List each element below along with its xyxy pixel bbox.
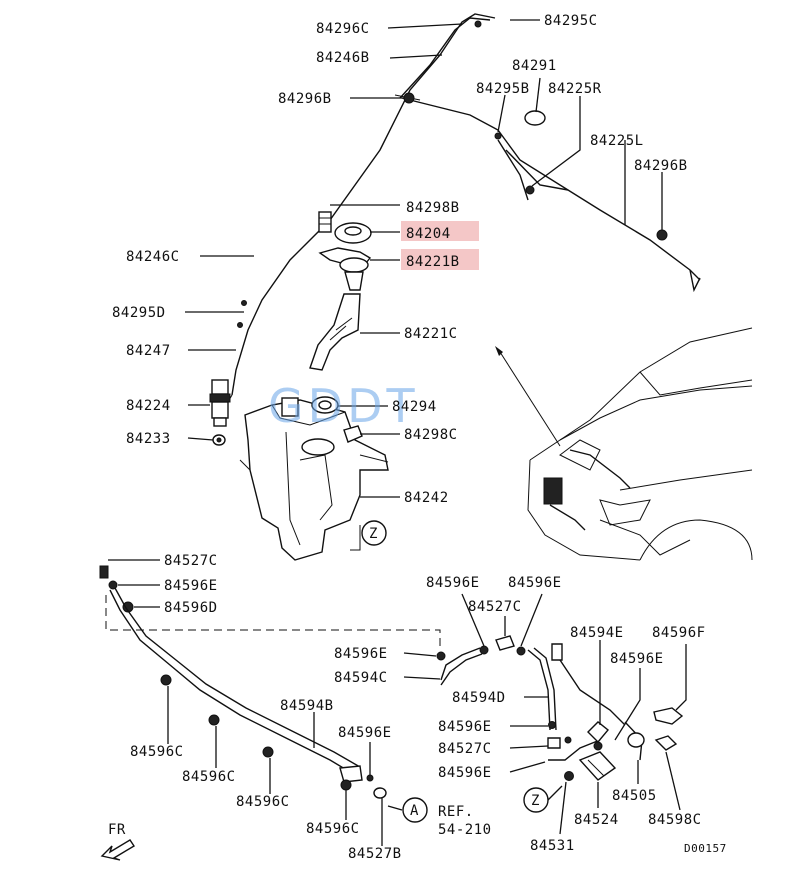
washer-tank (239, 396, 389, 561)
label-84221b: 84221B (406, 254, 460, 270)
label-84598c: 84598C (648, 812, 702, 828)
label-84225l: 84225L (590, 133, 644, 149)
circle-marker-z-top: Z (361, 520, 387, 546)
upper-hose-assembly (227, 13, 701, 403)
label-84594e: 84594E (570, 625, 624, 641)
label-84242: 84242 (404, 490, 449, 506)
fr-arrow-icon (100, 839, 135, 861)
label-84233: 84233 (126, 431, 171, 447)
label-84295d: 84295D (112, 305, 166, 321)
label-84204: 84204 (406, 226, 451, 242)
label-84294: 84294 (392, 399, 437, 415)
highlight-84221b (401, 249, 479, 270)
label-84594b: 84594B (280, 698, 334, 714)
pump-assembly (209, 379, 231, 446)
label-84596e-left: 84596E (164, 578, 218, 594)
label-84596c-1: 84596C (130, 744, 184, 760)
label-84298c-top: 84298C (404, 427, 458, 443)
label-84296b-left: 84296B (278, 91, 332, 107)
label-84596e-e: 84596E (338, 725, 392, 741)
label-84246c: 84246C (126, 249, 180, 265)
label-84594d: 84594D (452, 690, 506, 706)
label-84527b: 84527B (348, 846, 402, 862)
label-84594c: 84594C (334, 670, 388, 686)
circle-a-text: A (410, 803, 419, 819)
label-84247: 84247 (126, 343, 171, 359)
label-84596e-b: 84596E (438, 719, 492, 735)
label-84296c: 84296C (316, 21, 370, 37)
label-84295c: 84295C (544, 13, 598, 29)
label-84527c-low: 84527C (438, 741, 492, 757)
label-84221c: 84221C (404, 326, 458, 342)
label-84596e-mid2: 84596E (508, 575, 562, 591)
diagram-code: D00157 (684, 842, 727, 855)
lower-hose-assembly (99, 565, 684, 799)
vehicle-outline (495, 327, 753, 561)
part-labels: 84296C 84295C 84246B 84291 84296B 84295B… (112, 13, 727, 862)
circle-marker-a: A (402, 797, 428, 823)
label-84596e-a: 84596E (334, 646, 388, 662)
fr-label: FR (108, 822, 126, 838)
circle-z-bottom-text: Z (531, 793, 540, 809)
label-84224: 84224 (126, 398, 171, 414)
label-84596e-mid1: 84596E (426, 575, 480, 591)
label-84505: 84505 (612, 788, 657, 804)
label-84531: 84531 (530, 838, 575, 854)
label-84225r: 84225R (548, 81, 602, 97)
label-84596e-right: 84596E (610, 651, 664, 667)
front-direction-indicator: FR (100, 822, 135, 861)
label-84246b: 84246B (316, 50, 370, 66)
leader-lines (108, 19, 687, 846)
label-84596c-3: 84596C (236, 794, 290, 810)
label-84596d: 84596D (164, 600, 218, 616)
label-84596c-4: 84596C (306, 821, 360, 837)
label-84298b: 84298B (406, 200, 460, 216)
ref-line-2: 54-210 (438, 822, 492, 838)
circle-marker-z-bottom: Z (523, 787, 549, 813)
label-84295b: 84295B (476, 81, 530, 97)
label-84596c-2: 84596C (182, 769, 236, 785)
label-84296b-right: 84296B (634, 158, 688, 174)
label-84291: 84291 (512, 58, 557, 74)
label-84527c-mid: 84527C (468, 599, 522, 615)
label-84527c-left: 84527C (164, 553, 218, 569)
filler-cap-assembly (309, 211, 372, 371)
highlight-84204 (401, 221, 479, 241)
label-84596e-d: 84596E (438, 765, 492, 781)
watermark-text: GDDT (268, 379, 419, 433)
label-84524: 84524 (574, 812, 619, 828)
ref-line-1: REF. (438, 804, 474, 820)
circle-z-top-text: Z (369, 526, 378, 542)
label-84596f: 84596F (652, 625, 706, 641)
